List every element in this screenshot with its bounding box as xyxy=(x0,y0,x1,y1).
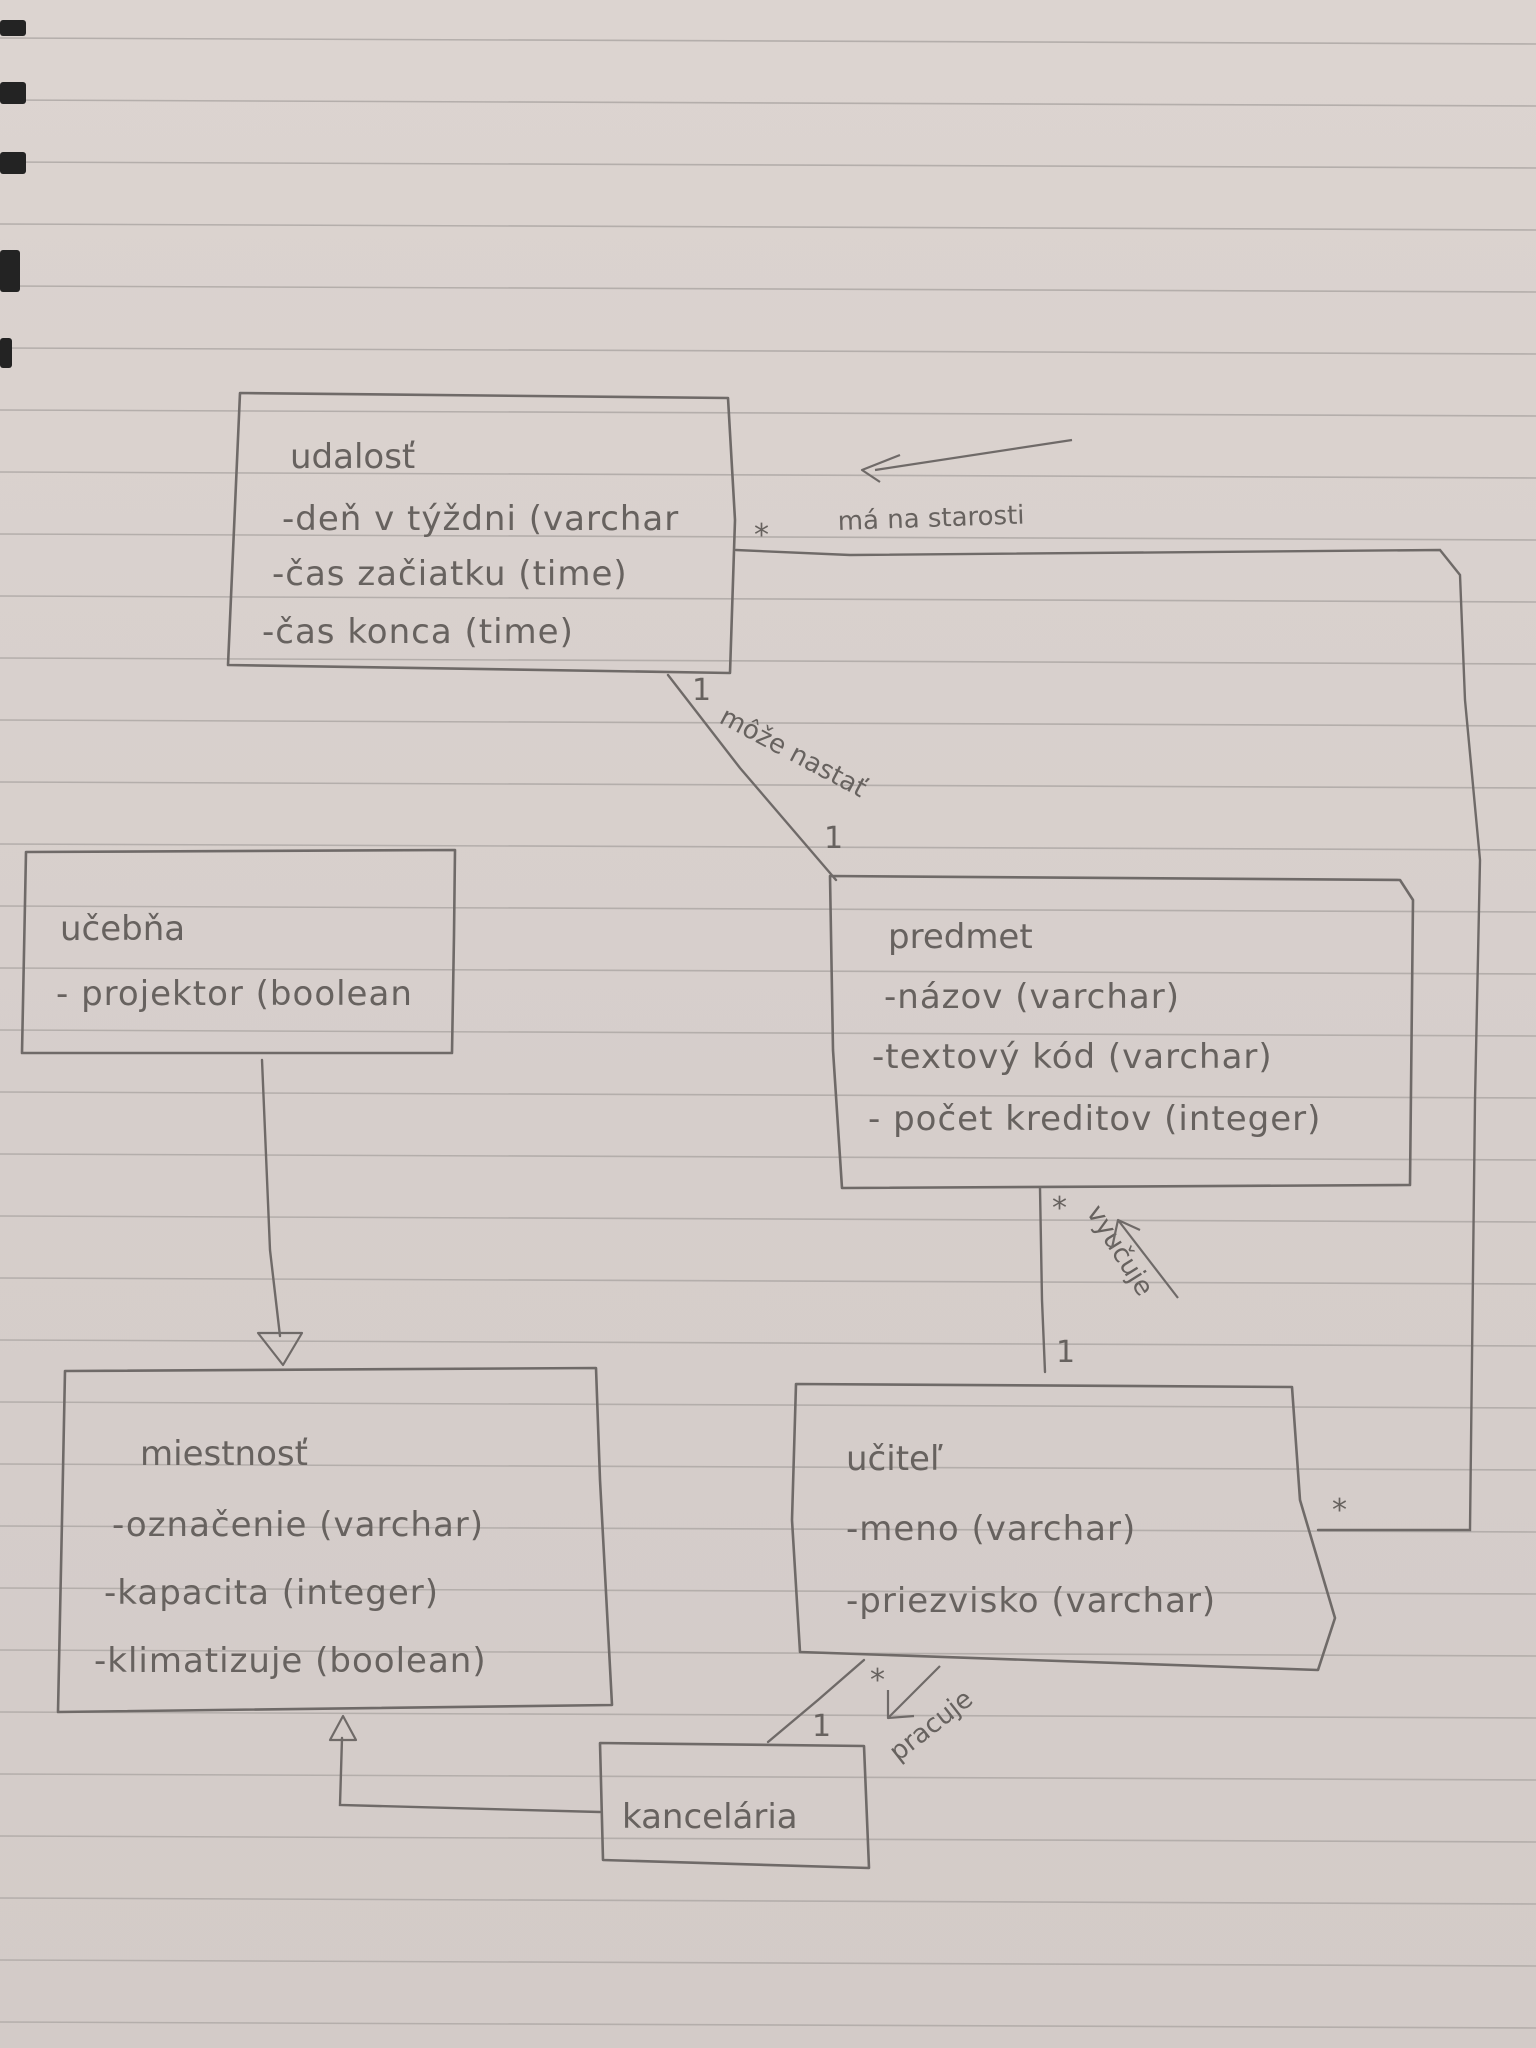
class-kancelaria: kancelária xyxy=(598,1741,871,1870)
multiplicity-label: 1 xyxy=(812,1709,831,1744)
ruled-line xyxy=(0,1959,1536,1967)
class-name-udalost: udalosť xyxy=(290,437,415,477)
ruled-line xyxy=(0,1587,1536,1595)
class-name-predmet: predmet xyxy=(888,917,1033,957)
association-ma-na-starosti: * * má na starosti xyxy=(734,438,1482,1532)
ruled-line xyxy=(0,905,1536,913)
class-predmet: predmet -názov (varchar) -textový kód (v… xyxy=(828,874,1415,1190)
ruled-line xyxy=(0,1463,1536,1471)
ruled-line xyxy=(0,99,1536,107)
ruled-line xyxy=(0,1773,1536,1781)
association-label: pracuje xyxy=(884,1684,979,1767)
ruled-line xyxy=(0,2021,1536,2029)
ruled-line xyxy=(0,657,1536,665)
ruled-line xyxy=(0,1649,1536,1657)
association-moze-nastat: 1 1 môže nastať xyxy=(666,673,872,882)
ruled-line xyxy=(0,285,1536,293)
direction-arrow-icon xyxy=(886,1665,941,1720)
association-label: má na starosti xyxy=(837,500,1025,537)
attribute-row: - počet kreditov (integer) xyxy=(868,1099,1321,1139)
class-name-kancelaria: kancelária xyxy=(622,1797,798,1837)
attribute-row: -klimatizuje (boolean) xyxy=(94,1641,487,1681)
generalization-ucebna xyxy=(256,1058,304,1367)
direction-arrow-icon xyxy=(860,438,1073,483)
class-name-ucitel: učiteľ xyxy=(846,1439,943,1479)
class-udalost: udalosť -deň v týždni (varchar -čas zači… xyxy=(226,391,737,675)
attribute-row: -deň v týždni (varchar xyxy=(282,499,679,539)
ruled-line xyxy=(0,1091,1536,1099)
multiplicity-label: * xyxy=(1332,1493,1347,1528)
generalization-kancelaria xyxy=(328,1714,602,1814)
class-ucitel: učiteľ -meno (varchar) -priezvisko (varc… xyxy=(790,1382,1337,1672)
association-label: vyučuje xyxy=(1080,1200,1159,1302)
ruled-line xyxy=(0,1711,1536,1719)
attribute-row: -priezvisko (varchar) xyxy=(846,1581,1216,1621)
multiplicity-label: * xyxy=(870,1663,885,1698)
ruled-line xyxy=(0,409,1536,417)
ruled-line xyxy=(0,1835,1536,1843)
class-name-miestnost: miestnosť xyxy=(140,1434,308,1474)
multiplicity-label: * xyxy=(1052,1191,1067,1226)
ruled-line xyxy=(0,1339,1536,1347)
attribute-row: -názov (varchar) xyxy=(884,977,1180,1017)
ruled-line xyxy=(0,37,1536,45)
ruled-line xyxy=(0,1029,1536,1037)
ruled-line xyxy=(0,595,1536,603)
attribute-row: -čas konca (time) xyxy=(262,612,574,652)
ruled-line xyxy=(0,781,1536,789)
binder-holes xyxy=(0,20,26,368)
attribute-row: -čas začiatku (time) xyxy=(272,554,628,594)
association-pracuje: * 1 pracuje xyxy=(766,1658,979,1768)
ruled-line xyxy=(0,1525,1536,1533)
association-vyucuje: * 1 vyučuje xyxy=(1038,1186,1179,1374)
ruled-line xyxy=(0,1215,1536,1223)
multiplicity-label: 1 xyxy=(824,821,843,856)
class-name-ucebna: učebňa xyxy=(60,909,185,949)
attribute-row: -textový kód (varchar) xyxy=(872,1037,1273,1077)
ruled-line xyxy=(0,843,1536,851)
ruled-line xyxy=(0,471,1536,479)
attribute-row: -kapacita (integer) xyxy=(104,1573,439,1613)
ruled-line xyxy=(0,1897,1536,1905)
ruled-line xyxy=(0,967,1536,975)
ruled-line xyxy=(0,1401,1536,1409)
ruled-line xyxy=(0,1153,1536,1161)
ruled-line xyxy=(0,533,1536,541)
ruled-line xyxy=(0,223,1536,231)
ruled-line xyxy=(0,719,1536,727)
attribute-row: -označenie (varchar) xyxy=(112,1505,484,1545)
ruled-line xyxy=(0,347,1536,355)
ruled-line xyxy=(0,161,1536,169)
multiplicity-label: * xyxy=(754,518,769,553)
inheritance-triangle-icon xyxy=(328,1714,358,1742)
attribute-row: - projektor (boolean xyxy=(56,974,413,1014)
association-label: môže nastať xyxy=(715,702,872,804)
multiplicity-label: 1 xyxy=(1056,1335,1075,1370)
ruled-line xyxy=(0,1277,1536,1285)
inheritance-triangle-icon xyxy=(256,1331,304,1367)
class-miestnost: miestnosť -označenie (varchar) -kapacita… xyxy=(56,1366,614,1714)
attribute-row: -meno (varchar) xyxy=(846,1509,1136,1549)
class-ucebna: učebňa - projektor (boolean xyxy=(20,848,457,1055)
direction-arrow-icon xyxy=(1110,1218,1179,1299)
multiplicity-label: 1 xyxy=(692,673,711,708)
